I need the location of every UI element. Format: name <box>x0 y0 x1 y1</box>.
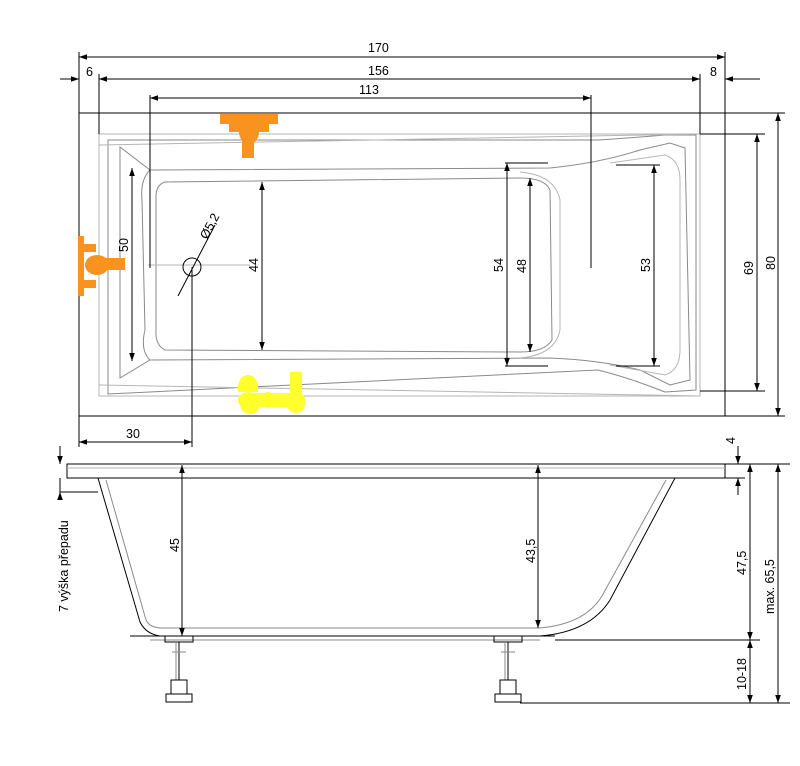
dim-label-overall-length: 170 <box>368 41 389 55</box>
dim-label-width-54: 54 <box>492 258 506 272</box>
basin-contour-outer <box>107 134 697 395</box>
dim-label-inner-length: 156 <box>368 64 389 78</box>
basin-contour-mid <box>119 142 691 386</box>
dim-label-legs: 10-18 <box>735 658 749 690</box>
faucet-top-icon <box>220 114 278 158</box>
dim-label-depth-left: 45 <box>168 538 182 552</box>
dim-label-drain-offset: 30 <box>126 427 140 441</box>
dim-label-drain-diameter: Ø5,2 <box>197 211 222 242</box>
dim-label-max-height: max. 65,5 <box>763 559 777 614</box>
basin-floor-left <box>155 177 553 353</box>
dim-label-right-rim: 8 <box>710 65 717 79</box>
dim-label-bottom-length: 113 <box>359 83 379 97</box>
dim-label-left-rim: 6 <box>86 65 93 79</box>
dim-label-depth-right: 43,5 <box>524 539 538 563</box>
backrest-contour-2 <box>519 171 561 359</box>
dim-label-width-bottom: 44 <box>247 258 261 272</box>
drain-diameter-leader <box>177 224 216 297</box>
leg-left <box>164 635 194 703</box>
leg-right <box>493 635 523 703</box>
side-view: 45 43,5 7 výška přepadu 4 47,5 10-18 max… <box>57 437 790 704</box>
backrest-contour <box>609 154 681 376</box>
faucet-left-icon <box>78 236 125 296</box>
dim-label-width-left: 50 <box>117 238 131 252</box>
dim-label-rim-thickness: 4 <box>724 437 738 444</box>
side-body-inner <box>105 479 667 629</box>
plan-view: 170 6 156 8 113 80 69 50 44 54 48 53 Ø <box>60 41 785 447</box>
side-rim <box>66 463 726 479</box>
dim-label-width-48: 48 <box>515 259 529 273</box>
dim-label-overflow-height: 7 výška přepadu <box>57 520 71 612</box>
dim-label-depth-total: 47,5 <box>735 551 749 575</box>
dim-label-width-53: 53 <box>639 258 653 272</box>
basin-contour-inner <box>141 169 151 361</box>
dim-label-width-outer: 80 <box>764 256 778 270</box>
side-body-outer <box>97 477 676 637</box>
drain-fitting-icon <box>238 372 305 414</box>
dim-label-width-inner: 69 <box>742 261 756 275</box>
